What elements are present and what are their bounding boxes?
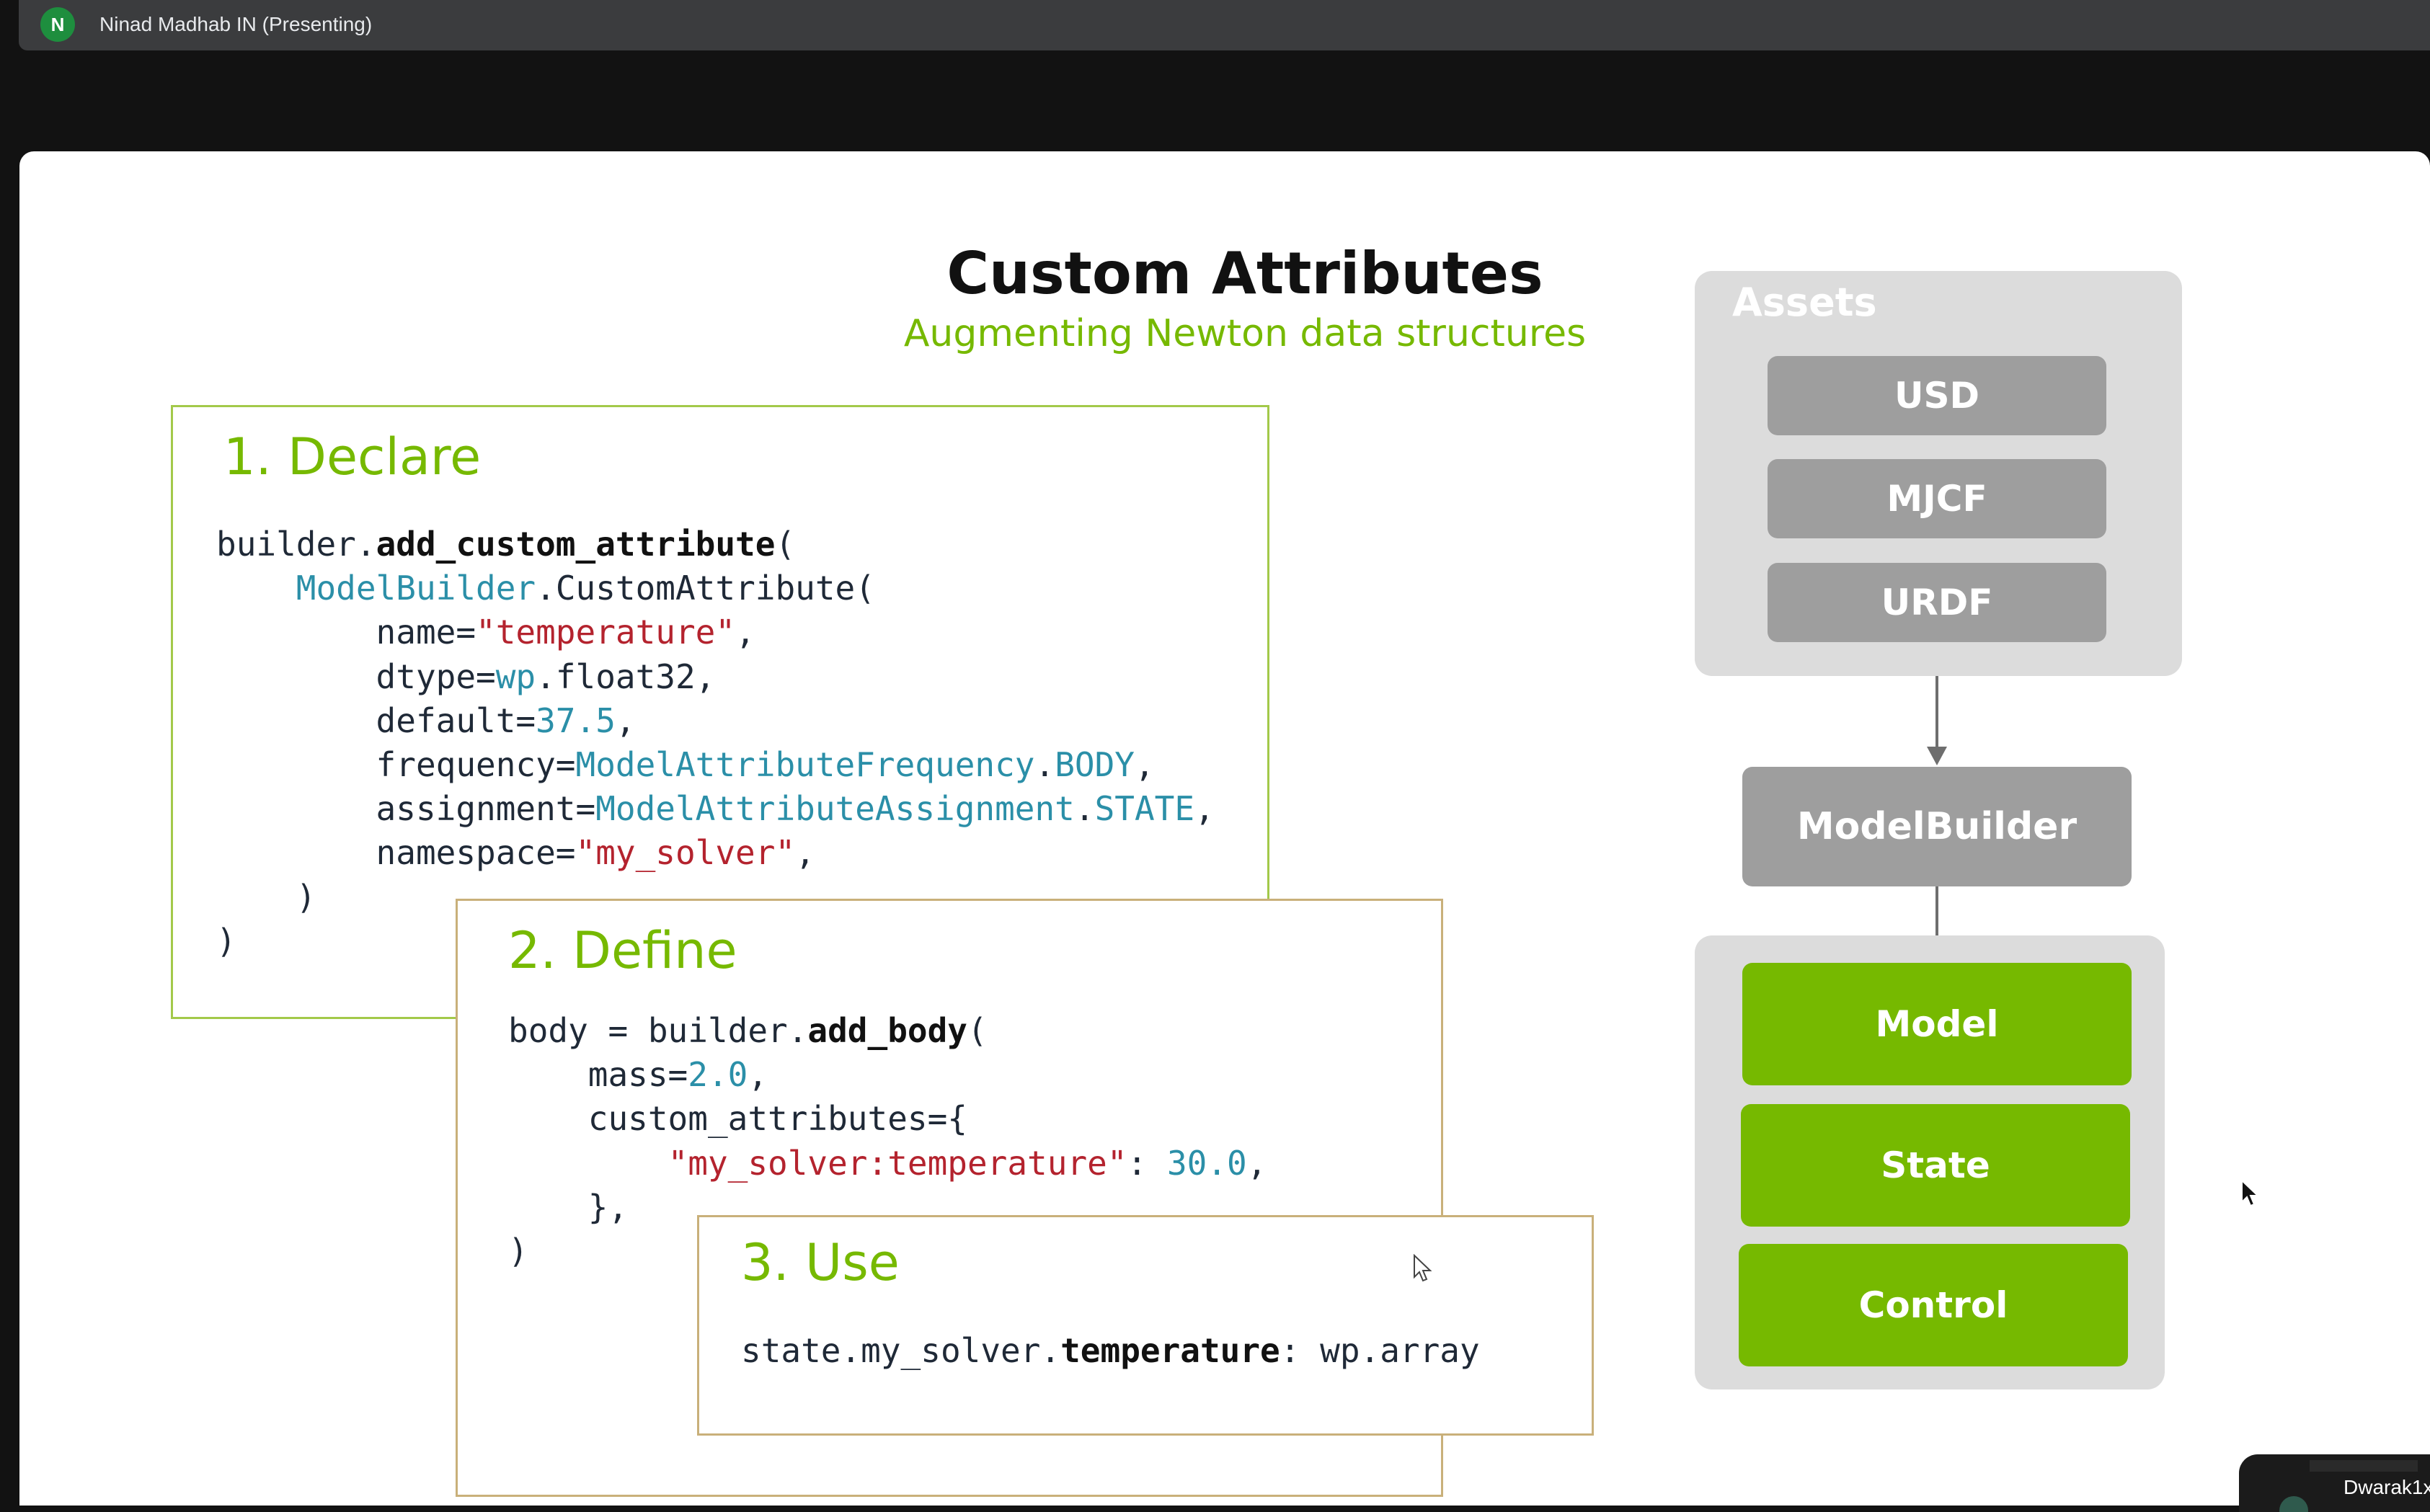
participant-thumbnail[interactable]: Dwarak1x xyxy=(2239,1454,2430,1512)
code-token: : wp.array xyxy=(1280,1331,1480,1370)
presenter-bar: N Ninad Madhab IN (Presenting) xyxy=(19,0,2430,50)
use-heading: 3. Use xyxy=(741,1233,900,1292)
define-heading: 2. Define xyxy=(508,921,737,980)
code-line: custom_attributes={ xyxy=(508,1099,967,1138)
participant-name: Dwarak1x xyxy=(2343,1476,2430,1498)
code-line: ) xyxy=(216,922,236,961)
code-token: ( xyxy=(775,525,796,564)
asset-mjcf: MJCF xyxy=(1768,459,2106,538)
code-token: , xyxy=(1246,1143,1267,1183)
code-token: 30.0 xyxy=(1166,1143,1247,1183)
code-token: "temperature" xyxy=(476,613,736,652)
code-token: temperature xyxy=(1060,1331,1280,1370)
code-token: frequency= xyxy=(216,745,576,785)
code-token: ModelAttributeAssignment xyxy=(595,789,1075,829)
declare-heading: 1. Declare xyxy=(223,427,482,486)
code-token: mass= xyxy=(508,1055,688,1095)
code-line: namespace="my_solver", xyxy=(216,833,815,872)
code-token: ) xyxy=(216,921,236,961)
mouse-pointer-icon xyxy=(1414,1254,1432,1282)
use-code: state.my_solver.temperature: wp.array xyxy=(741,1329,1480,1373)
code-token: dtype= xyxy=(216,657,496,696)
code-token: 37.5 xyxy=(536,701,616,740)
code-token: .float32, xyxy=(536,657,716,696)
slide-subtitle: Augmenting Newton data structures xyxy=(903,312,1587,355)
code-token: .CustomAttribute( xyxy=(536,569,875,608)
control-node: Control xyxy=(1739,1244,2128,1366)
code-token: name= xyxy=(216,613,476,652)
code-line: ) xyxy=(508,1232,528,1271)
code-line: assignment=ModelAttributeAssignment.STAT… xyxy=(216,789,1215,828)
code-line: frequency=ModelAttributeFrequency.BODY, xyxy=(216,745,1155,784)
code-token: "my_solver" xyxy=(575,833,796,873)
code-token: ModelBuilder xyxy=(296,569,536,608)
define-code: body = builder.add_body( mass=2.0, custo… xyxy=(508,1009,1267,1273)
assets-to-builder-arrowhead xyxy=(1927,747,1947,765)
code-line: dtype=wp.float32, xyxy=(216,657,716,696)
code-token xyxy=(216,569,296,608)
code-token: . xyxy=(1074,789,1095,829)
participant-avatar xyxy=(2279,1496,2308,1512)
code-line: builder.add_custom_attribute( xyxy=(216,525,795,564)
assets-label: Assets xyxy=(1732,280,1877,325)
code-token: add_custom_attribute xyxy=(376,525,776,564)
presenter-label: Ninad Madhab IN (Presenting) xyxy=(99,13,373,35)
presenter-avatar[interactable]: N xyxy=(40,7,75,42)
code-token: state.my_solver. xyxy=(741,1331,1061,1370)
asset-usd: USD xyxy=(1768,356,2106,435)
code-line: state.my_solver.temperature: wp.array xyxy=(741,1331,1480,1370)
shared-slide: Custom Attributes Augmenting Newton data… xyxy=(19,151,2430,1506)
code-token: custom_attributes={ xyxy=(508,1099,967,1139)
code-token: ModelAttributeFrequency xyxy=(575,745,1035,785)
code-token: }, xyxy=(508,1187,629,1227)
code-token: body = builder. xyxy=(508,1011,808,1050)
slide-heading: Custom Attributes Augmenting Newton data… xyxy=(812,238,1677,359)
model-node: Model xyxy=(1742,963,2132,1085)
code-token: , xyxy=(615,701,636,740)
code-token: , xyxy=(1134,745,1155,785)
code-token: assignment= xyxy=(216,789,596,829)
code-token: STATE xyxy=(1094,789,1195,829)
code-line: default=37.5, xyxy=(216,701,636,740)
code-token: wp xyxy=(495,657,536,696)
code-token: , xyxy=(735,613,755,652)
code-line: "my_solver:temperature": 30.0, xyxy=(508,1144,1267,1183)
code-line: }, xyxy=(508,1188,628,1227)
code-line: ModelBuilder.CustomAttribute( xyxy=(216,569,875,608)
code-token: builder. xyxy=(216,525,376,564)
modelbuilder-node: ModelBuilder xyxy=(1742,767,2132,886)
code-token: add_body xyxy=(807,1011,967,1050)
builder-to-outputs-line xyxy=(1935,886,1938,948)
declare-code: builder.add_custom_attribute( ModelBuild… xyxy=(216,522,1215,964)
code-token: , xyxy=(1194,789,1215,829)
assets-to-builder-line xyxy=(1935,676,1938,748)
code-line: body = builder.add_body( xyxy=(508,1011,988,1050)
use-panel: 3. Use state.my_solver.temperature: wp.a… xyxy=(697,1215,1594,1436)
thumbnail-logo xyxy=(2310,1460,2418,1472)
code-token: . xyxy=(1034,745,1055,785)
mouse-pointer-icon xyxy=(2241,1179,2260,1207)
code-token: "my_solver:temperature" xyxy=(668,1143,1127,1183)
code-line: ) xyxy=(216,878,316,917)
code-token: ) xyxy=(508,1232,528,1271)
code-token: , xyxy=(748,1055,768,1095)
code-token: ( xyxy=(967,1011,988,1050)
code-token: ) xyxy=(216,877,316,917)
slide-title: Custom Attributes xyxy=(946,240,1543,307)
code-line: mass=2.0, xyxy=(508,1055,768,1094)
code-token: 2.0 xyxy=(688,1055,748,1095)
code-token: , xyxy=(795,833,815,873)
state-node: State xyxy=(1741,1104,2130,1227)
code-token: default= xyxy=(216,701,536,740)
code-token xyxy=(508,1144,668,1183)
code-token: : xyxy=(1127,1143,1167,1183)
code-token: BODY xyxy=(1055,745,1135,785)
code-line: name="temperature", xyxy=(216,613,755,652)
asset-urdf: URDF xyxy=(1768,563,2106,642)
code-token: namespace= xyxy=(216,833,576,873)
